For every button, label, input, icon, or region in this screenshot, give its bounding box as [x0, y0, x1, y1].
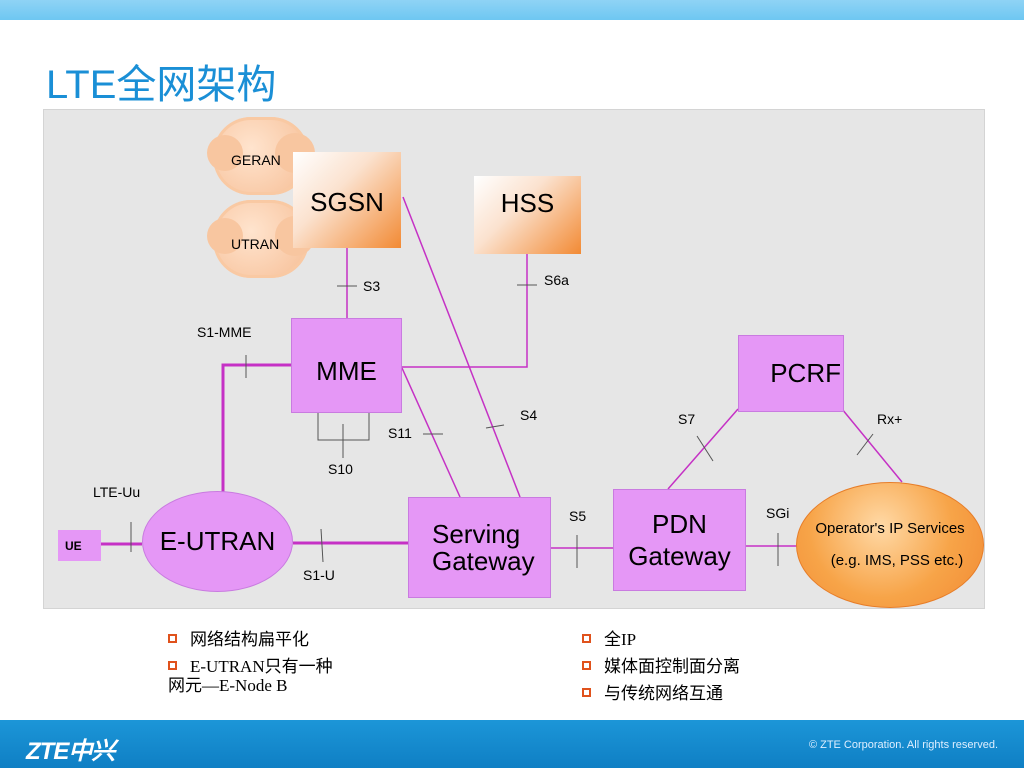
bullet-text: 网络结构扁平化 [190, 630, 309, 649]
label-s7: S7 [678, 411, 696, 427]
mme-label: MME [316, 356, 377, 386]
bullet-square-icon [582, 688, 591, 697]
copyright-text: © ZTE Corporation. All rights reserved. [808, 739, 998, 751]
link-s6a [402, 254, 528, 368]
pcrf-label: PCRF [770, 358, 841, 388]
bullet-list-right: 全IP 媒体面控制面分离 与传统网络互通 [582, 626, 740, 707]
label-s3: S3 [363, 278, 381, 294]
pdn-gateway-label-1: PDN [652, 509, 707, 539]
serving-gateway-label-1: Serving [432, 518, 521, 549]
link-s11 [401, 367, 461, 498]
label-s1-u: S1-U [303, 567, 335, 583]
label-lte-uu: LTE-Uu [93, 484, 141, 500]
label-s6a: S6a [544, 272, 569, 288]
pcrf-node: PCRF [738, 335, 844, 412]
operator-label-2: (e.g. IMS, PSS etc.) [830, 552, 964, 569]
label-s10: S10 [328, 461, 353, 477]
bullet-text: 全IP [604, 630, 637, 649]
bullet-item: 与传统网络互通 [582, 680, 740, 707]
label-s5: S5 [569, 508, 587, 524]
operator-ip-services-node: Operator's IP Services (e.g. IMS, PSS et… [796, 482, 984, 608]
link-rx [841, 408, 903, 483]
geran-label: GERAN [231, 152, 281, 168]
serving-gateway-node: Serving Gateway [408, 497, 551, 598]
bullet-square-icon [582, 661, 591, 670]
tick-s7 [696, 435, 714, 462]
link-s7 [667, 408, 739, 490]
tick-s1-u [320, 528, 324, 563]
sgsn-label: SGSN [310, 187, 384, 217]
bullet-text: E-UTRAN只有一种 [190, 657, 333, 676]
label-s4: S4 [520, 407, 538, 423]
pdn-gateway-label-2: Gateway [628, 541, 731, 571]
label-s11: S11 [388, 425, 412, 441]
bullet-square-icon [168, 634, 177, 643]
mme-node: MME [291, 318, 402, 413]
bullet-continuation: 网元—E-Node B [168, 676, 288, 695]
bullet-item: E-UTRAN只有一种 [168, 653, 333, 680]
bullet-text: 与传统网络互通 [604, 684, 723, 703]
bullet-square-icon [168, 661, 177, 670]
bullet-item: 网络结构扁平化 [168, 626, 333, 653]
bullet-item: 媒体面控制面分离 [582, 653, 740, 680]
link-s4 [402, 196, 521, 498]
utran-label: UTRAN [231, 236, 280, 252]
serving-gateway-label-2: Gateway [432, 545, 535, 576]
bullet-text: 媒体面控制面分离 [604, 657, 740, 676]
tick-s4 [485, 424, 505, 429]
operator-label-1: Operator's IP Services [815, 520, 965, 537]
footer-bar [0, 720, 1024, 768]
ue-label: UE [65, 538, 82, 553]
zte-logo: ZTE中兴 [26, 738, 115, 765]
eutran-node: E-UTRAN [142, 491, 293, 592]
bullet-square-icon [582, 634, 591, 643]
hss-node: HSS [474, 176, 581, 254]
eutran-label: E-UTRAN [159, 526, 276, 556]
bullet-item: 全IP [582, 626, 740, 653]
hss-label: HSS [500, 188, 555, 218]
tick-rx [856, 433, 874, 456]
bullet-list-left: 网络结构扁平化 E-UTRAN只有一种 网元—E-Node B [168, 626, 333, 696]
page-title: LTE全网架构 [46, 63, 277, 107]
label-sgi: SGi [766, 505, 790, 521]
top-banner [0, 0, 1024, 20]
label-s1-mme: S1-MME [197, 324, 252, 340]
pdn-gateway-node: PDN Gateway [613, 489, 746, 591]
label-rx: Rx+ [877, 411, 903, 427]
ue-node: UE [58, 530, 101, 561]
link-s1-mme [221, 363, 291, 492]
sgsn-node: SGSN [293, 152, 401, 248]
